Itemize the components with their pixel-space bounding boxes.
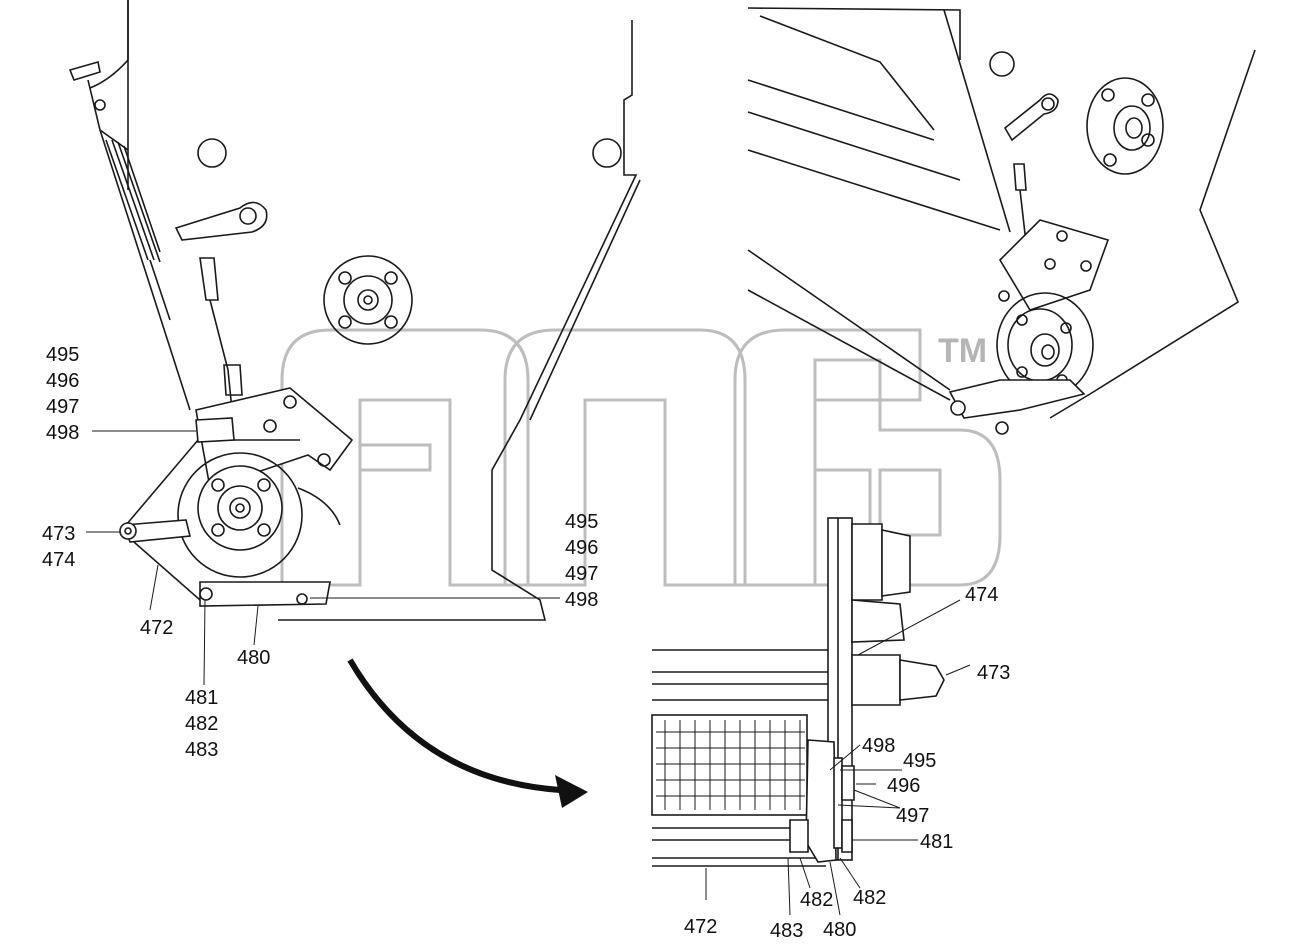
callout-480-a: 480 — [237, 647, 270, 669]
callout-497-c: 497 — [896, 805, 929, 827]
detail-view — [651, 517, 971, 916]
callout-497-a: 497 — [46, 396, 79, 418]
callout-495-a: 495 — [46, 344, 79, 366]
callout-472-a: 472 — [140, 617, 173, 639]
hub-left-main — [177, 452, 341, 578]
callout-495-c: 495 — [903, 750, 936, 772]
callout-498-a: 498 — [46, 422, 79, 444]
callouts-detail: 474 473 498 495 496 497 481 482 482 472 … — [684, 584, 1010, 942]
detail-arrow — [347, 658, 588, 808]
callout-498-b: 498 — [565, 589, 598, 611]
callout-483-a: 483 — [185, 739, 218, 761]
callout-480-c: 480 — [823, 919, 856, 941]
left-side-view — [68, 0, 641, 686]
callout-481-c: 481 — [920, 831, 953, 853]
callout-497-b: 497 — [565, 563, 598, 585]
hub-top-right — [1086, 77, 1164, 175]
callout-496-b: 496 — [565, 537, 598, 559]
callout-482-d: 482 — [853, 887, 886, 909]
leader-lines-left — [86, 430, 560, 686]
isometric-view — [747, 7, 1256, 435]
mesh-grid — [651, 714, 808, 816]
hub-top-left — [323, 255, 413, 345]
callout-482-a: 482 — [185, 713, 218, 735]
callout-473-c: 473 — [977, 662, 1010, 684]
callout-474-a: 474 — [42, 549, 75, 571]
callout-481-a: 481 — [185, 687, 218, 709]
callout-483-c: 483 — [770, 920, 803, 942]
callout-482-c: 482 — [800, 889, 833, 911]
callout-496-c: 496 — [887, 775, 920, 797]
callouts-left: 495 496 497 498 473 474 472 480 481 482 … — [42, 344, 598, 761]
callout-472-c: 472 — [684, 916, 717, 938]
leader-lines-detail — [705, 599, 971, 916]
callout-496-a: 496 — [46, 370, 79, 392]
watermark-logo: TM — [280, 328, 1002, 587]
watermark-trademark: TM — [938, 332, 987, 370]
callout-474-c: 474 — [965, 584, 998, 606]
callout-473-a: 473 — [42, 523, 75, 545]
callout-495-b: 495 — [565, 511, 598, 533]
callout-498-c: 498 — [862, 735, 895, 757]
